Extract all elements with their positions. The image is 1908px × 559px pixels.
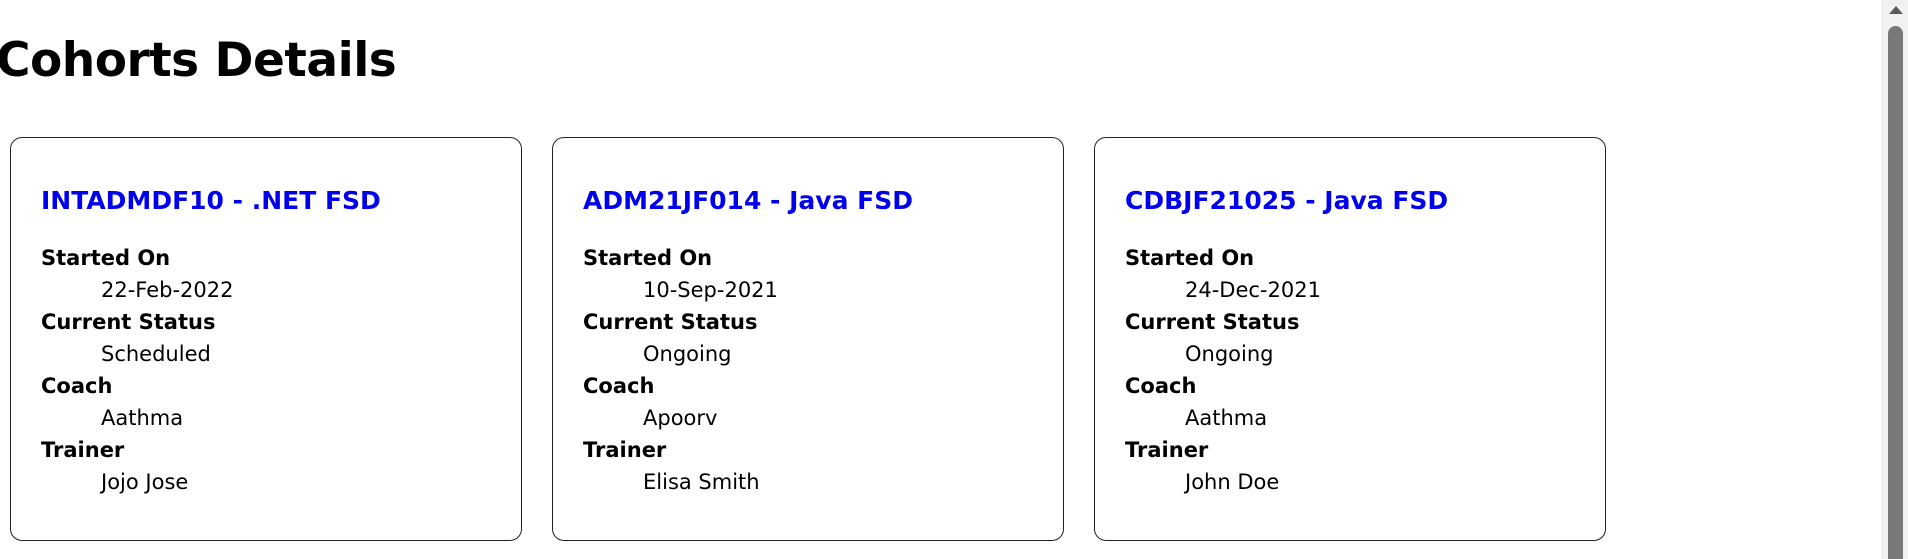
cohort-card: INTADMDF10 - .NET FSD Started On 22-Feb-… (10, 137, 522, 541)
trainer-label: Trainer (1125, 438, 1209, 462)
page-title: Cohorts Details (0, 33, 397, 88)
coach-label: Coach (1125, 374, 1197, 398)
trainer-value: Jojo Jose (101, 470, 189, 494)
cohort-title: ADM21JF014 - Java FSD (583, 186, 913, 215)
cohort-details: Started On 24-Dec-2021 Current Status On… (1125, 242, 1575, 498)
current-status-value: Ongoing (1185, 342, 1274, 366)
scroll-up-arrow-icon[interactable] (1889, 6, 1903, 14)
started-on-label: Started On (41, 246, 171, 270)
started-on-label: Started On (583, 246, 713, 270)
started-on-value: 24-Dec-2021 (1185, 278, 1321, 302)
cohort-title: INTADMDF10 - .NET FSD (41, 186, 381, 215)
trainer-label: Trainer (41, 438, 125, 462)
current-status-label: Current Status (41, 310, 216, 334)
started-on-label: Started On (1125, 246, 1255, 270)
cohort-title: CDBJF21025 - Java FSD (1125, 186, 1449, 215)
coach-label: Coach (583, 374, 655, 398)
trainer-label: Trainer (583, 438, 667, 462)
cohort-details: Started On 10-Sep-2021 Current Status On… (583, 242, 1033, 498)
current-status-label: Current Status (583, 310, 758, 334)
vertical-scrollbar[interactable] (1882, 0, 1908, 559)
cohort-details: Started On 22-Feb-2022 Current Status Sc… (41, 242, 491, 498)
trainer-value: John Doe (1185, 470, 1280, 494)
cohort-card-list: INTADMDF10 - .NET FSD Started On 22-Feb-… (10, 137, 1606, 541)
current-status-label: Current Status (1125, 310, 1300, 334)
cohort-card: ADM21JF014 - Java FSD Started On 10-Sep-… (552, 137, 1064, 541)
started-on-value: 22-Feb-2022 (101, 278, 234, 302)
coach-value: Aathma (1185, 406, 1268, 430)
scrollbar-thumb[interactable] (1888, 26, 1903, 559)
coach-value: Apoorv (643, 406, 718, 430)
coach-value: Aathma (101, 406, 184, 430)
cohort-card: CDBJF21025 - Java FSD Started On 24-Dec-… (1094, 137, 1606, 541)
started-on-value: 10-Sep-2021 (643, 278, 778, 302)
current-status-value: Ongoing (643, 342, 732, 366)
current-status-value: Scheduled (101, 342, 211, 366)
trainer-value: Elisa Smith (643, 470, 760, 494)
coach-label: Coach (41, 374, 113, 398)
